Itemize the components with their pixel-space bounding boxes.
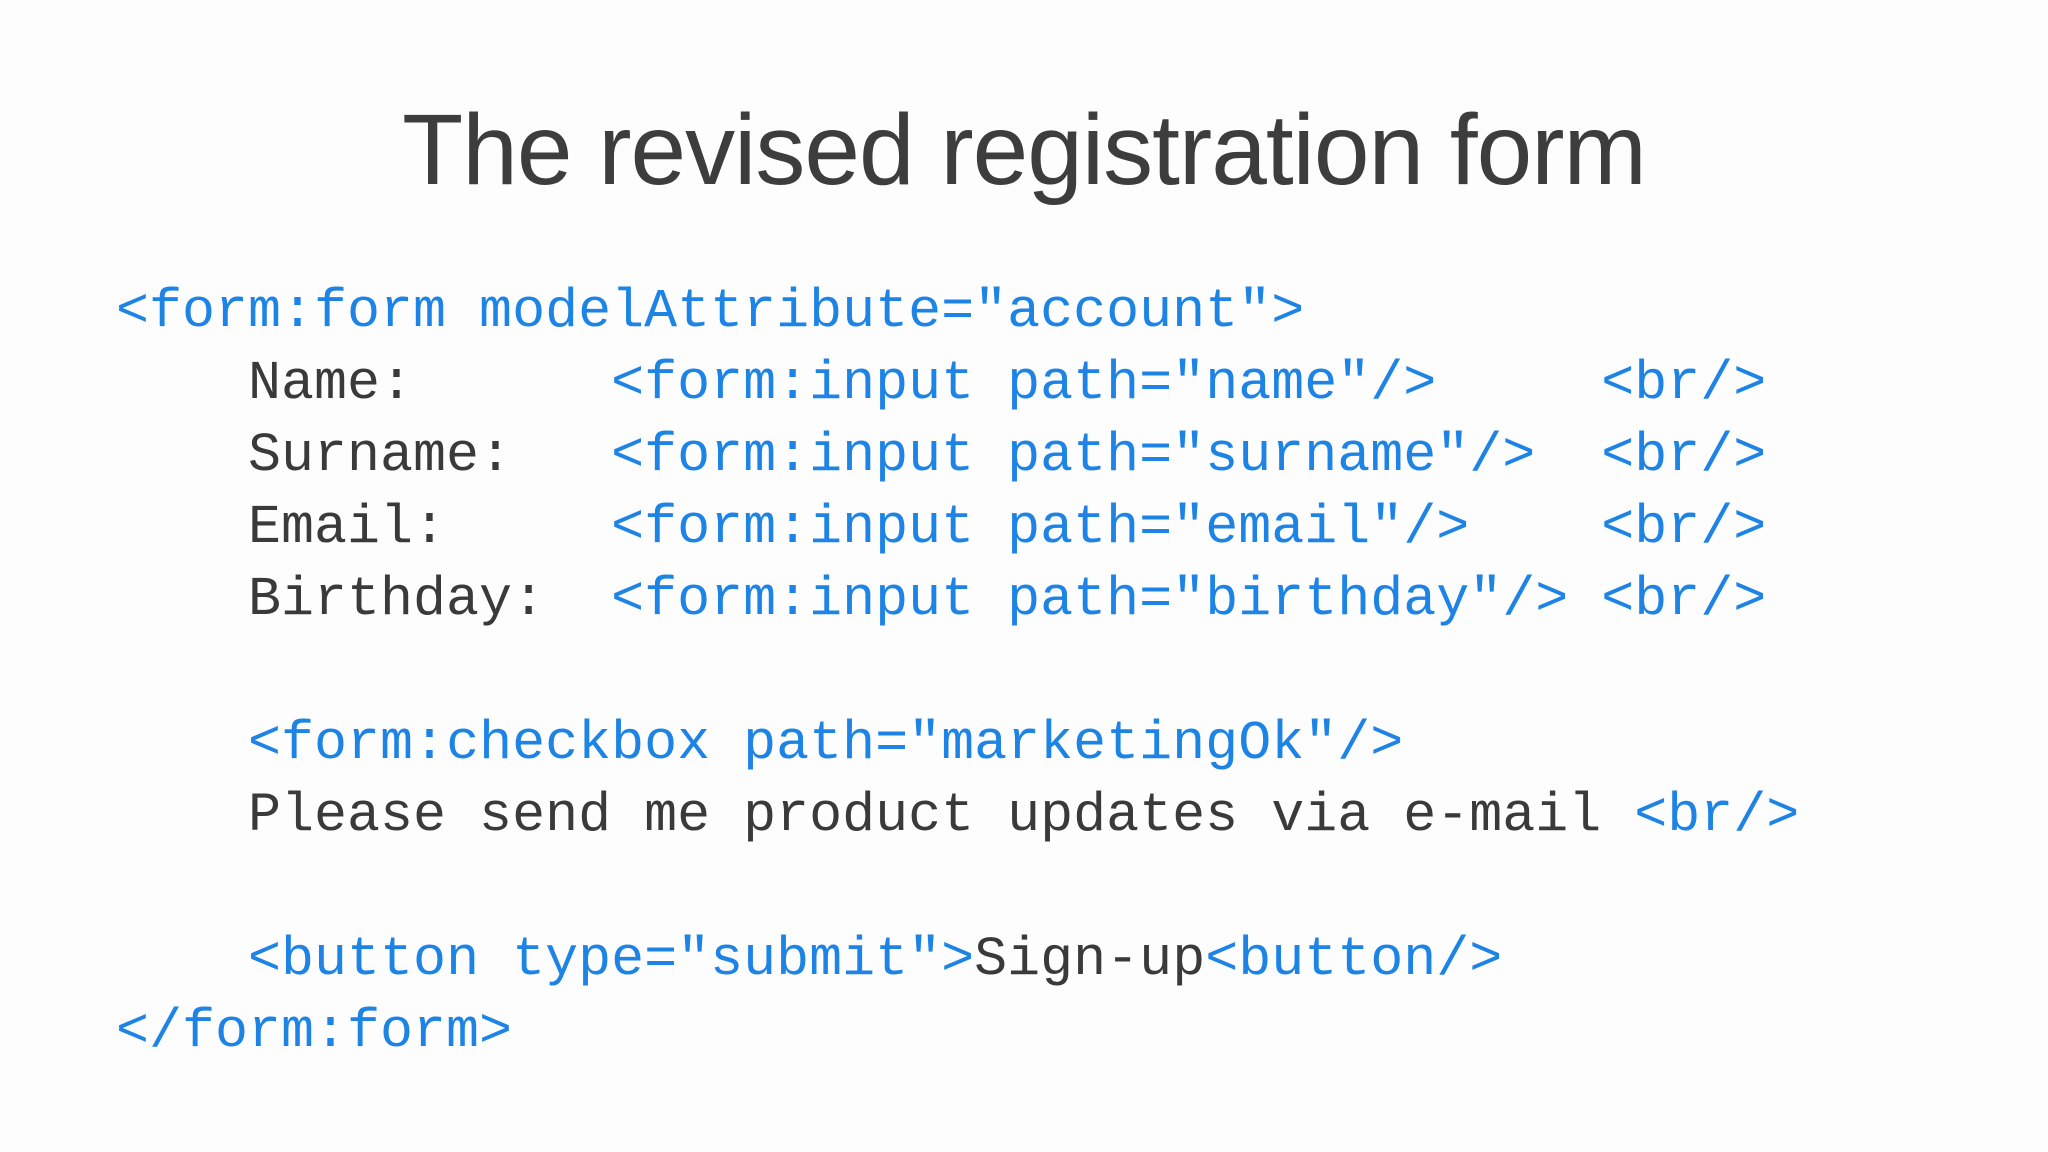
code-segment-text [1469,496,1601,559]
code-segment-text [116,928,248,991]
code-segment-tag: <br/> [1601,424,1767,487]
code-segment-text: Name: [116,352,612,415]
code-segment-text [1568,568,1601,631]
code-line: <form:checkbox path="marketingOk"/> [116,708,1799,780]
code-segment-text [1436,352,1601,415]
code-segment-text [1535,424,1601,487]
code-segment-text: Birthday: [116,568,612,631]
code-segment-tag: <form:input path="name"/> [611,352,1437,415]
code-segment-tag: <button type="submit"> [248,928,975,991]
code-segment-text: Surname: [116,424,612,487]
code-segment-text [116,712,248,775]
code-line: Surname: <form:input path="surname"/> <b… [116,420,1799,492]
code-segment-text: Email: [116,496,612,559]
code-segment-tag: <br/> [1601,568,1767,631]
code-line: <form:form modelAttribute="account"> [116,276,1799,348]
code-block: <form:form modelAttribute="account"> Nam… [116,276,1799,1068]
code-segment-tag: <form:input path="email"/> [611,496,1470,559]
code-line: </form:form> [116,996,1799,1068]
code-line: <button type="submit">Sign-up<button/> [116,924,1799,996]
code-segment-text: Please send me product updates via e-mai… [116,784,1635,847]
code-segment-tag: <br/> [1634,784,1800,847]
code-segment-text: Sign-up [974,928,1206,991]
code-segment-tag: <form:input path="birthday"/> [611,568,1569,631]
code-segment-tag: </form:form> [116,1000,513,1063]
code-segment-tag: <button/> [1205,928,1503,991]
code-segment-tag: <br/> [1601,496,1767,559]
code-line: Please send me product updates via e-mai… [116,780,1799,852]
code-segment-tag: <br/> [1601,352,1767,415]
code-line: Email: <form:input path="email"/> <br/> [116,492,1799,564]
code-line: Name: <form:input path="name"/> <br/> [116,348,1799,420]
code-line: Birthday: <form:input path="birthday"/> … [116,564,1799,636]
code-segment-tag: <form:form modelAttribute="account"> [116,280,1305,343]
code-segment-tag: <form:input path="surname"/> [611,424,1536,487]
code-line [116,636,1799,708]
slide-title: The revised registration form [402,94,1647,206]
code-line [116,852,1799,924]
code-segment-tag: <form:checkbox path="marketingOk"/> [248,712,1404,775]
